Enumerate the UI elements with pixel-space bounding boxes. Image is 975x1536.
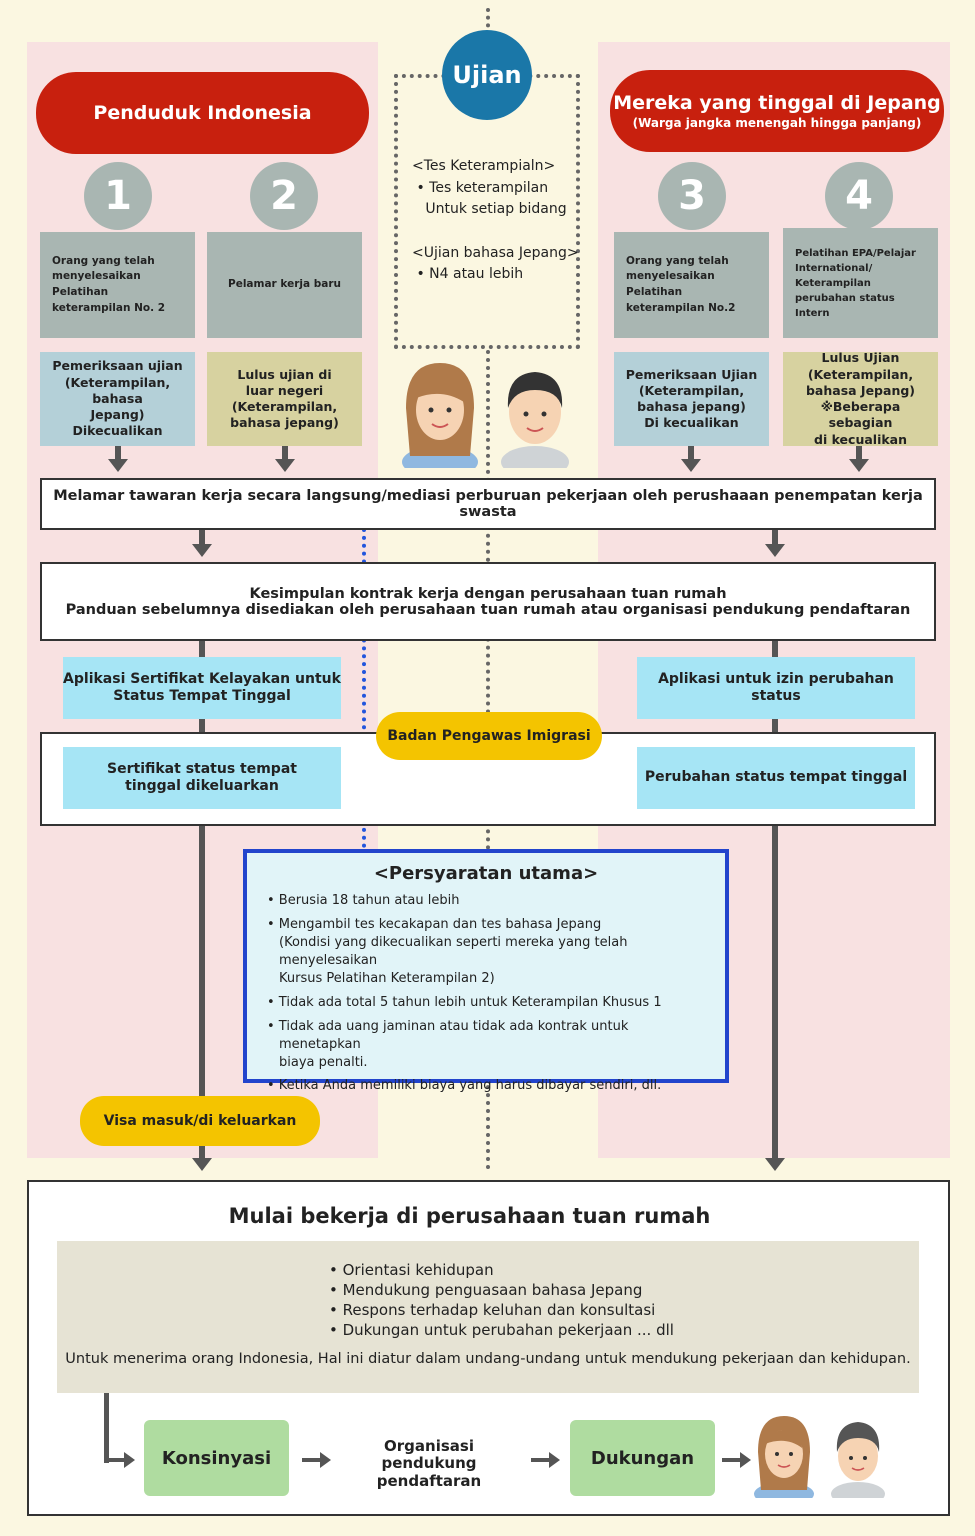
- number-circle-2: 2: [250, 162, 318, 230]
- exam-requirements-text: <Tes Keterampialn> • Tes keterampilan Un…: [412, 158, 579, 283]
- col1-description: Orang yang telah menyelesaikan Pelatihan…: [40, 232, 195, 338]
- requirement-item: • Tidak ada total 5 tahun lebih untuk Ke…: [267, 994, 662, 1010]
- apply-step-box: Melamar tawaran kerja secara langsung/me…: [40, 478, 936, 530]
- support-list: • Orientasi kehidupan • Mendukung pengua…: [329, 1261, 674, 1341]
- requirement-item: • Mengambil tes kecakapan dan tes bahasa…: [267, 916, 628, 986]
- right-flow-line: [772, 641, 778, 1159]
- requirements-box: <Persyaratan utama> • Berusia 18 tahun a…: [243, 849, 729, 1093]
- arrow-down-icon: [765, 544, 785, 557]
- arrow-down-icon: [108, 459, 128, 472]
- contract-line-1: Kesimpulan kontrak kerja dengan perusaha…: [249, 585, 727, 602]
- col2-description: Pelamar kerja baru: [207, 232, 362, 338]
- support-item: • Mendukung penguasaan bahasa Jepang: [329, 1280, 643, 1299]
- connector: [115, 446, 121, 460]
- ujian-circle: Ujian: [442, 30, 532, 120]
- org-label: Organisasi pendukung pendaftaran: [376, 1437, 482, 1490]
- connector: [856, 446, 862, 460]
- requirements-title: <Persyaratan utama>: [373, 863, 599, 884]
- people-bottom-icon: [754, 1416, 885, 1498]
- visa-label: Visa masuk/di keluarkan: [80, 1096, 320, 1146]
- people-illustration-icon: [402, 363, 569, 468]
- support-note: Untuk menerima orang Indonesia, Hal ini …: [65, 1351, 911, 1367]
- arrow-down-icon: [849, 459, 869, 472]
- requirement-item: • Tidak ada uang jaminan atau tidak ada …: [267, 1018, 629, 1070]
- right-group-title: Mereka yang tinggal di Jepang (Warga jan…: [610, 70, 944, 152]
- number-circle-4: 4: [825, 162, 893, 230]
- support-action-box: Dukungan: [570, 1420, 715, 1496]
- number-circle-3: 3: [658, 162, 726, 230]
- consign-box: Konsinyasi: [144, 1420, 289, 1496]
- arrow-right-icon: [722, 1452, 751, 1468]
- right-group-subtitle: (Warga jangka menengah hingga panjang): [632, 116, 922, 130]
- left-group-title: Penduduk Indonesia: [36, 72, 369, 154]
- right-application-box: Aplikasi untuk izin perubahan status: [637, 657, 915, 719]
- final-title: Mulai bekerja di perusahaan tuan rumah: [228, 1204, 711, 1228]
- arrow-right-icon: [302, 1452, 331, 1468]
- left-application-box: Aplikasi Sertifikat Kelayakan untuk Stat…: [63, 657, 341, 719]
- col4-result: Lulus Ujian (Keterampilan, bahasa Jepang…: [783, 350, 938, 447]
- support-item: • Respons terhadap keluhan dan konsultas…: [329, 1300, 656, 1319]
- connector: [282, 446, 288, 460]
- immigration-label: Badan Pengawas Imigrasi: [376, 712, 602, 760]
- requirement-item: • Ketika Anda memiliki biaya yang harus …: [267, 1078, 662, 1094]
- arrow-down-icon: [192, 544, 212, 557]
- apply-step-text: Melamar tawaran kerja secara langsung/me…: [53, 488, 923, 520]
- contract-line-2: Panduan sebelumnya disediakan oleh perus…: [65, 601, 911, 618]
- connector: [104, 1393, 109, 1463]
- arrow-down-icon: [275, 459, 295, 472]
- support-item: • Orientasi kehidupan: [329, 1261, 494, 1279]
- arrow-down-icon: [192, 1158, 212, 1171]
- blue-dotted-line: [362, 528, 366, 848]
- left-issued-box: Sertifikat status tempat tinggal dikelua…: [63, 747, 341, 809]
- connector: [772, 530, 778, 546]
- right-issued-box: Perubahan status tempat tinggal: [637, 747, 915, 809]
- arrow-down-icon: [765, 1158, 785, 1171]
- support-item: • Dukungan untuk perubahan pekerjaan ...…: [329, 1320, 674, 1339]
- col2-result: Lulus ujian di luar negeri (Keterampilan…: [207, 352, 362, 446]
- col3-description: Orang yang telah menyelesaikan Pelatihan…: [614, 232, 769, 338]
- number-circle-1: 1: [84, 162, 152, 230]
- arrow-down-icon: [681, 459, 701, 472]
- left-group-title-text: Penduduk Indonesia: [93, 102, 312, 124]
- support-box: • Orientasi kehidupan • Mendukung pengua…: [57, 1241, 919, 1393]
- col4-description: Pelatihan EPA/Pelajar International/ Ket…: [783, 228, 938, 338]
- connector: [199, 530, 205, 546]
- col1-result: Pemeriksaan ujian (Keterampilan, bahasa …: [40, 352, 195, 446]
- right-group-title-text: Mereka yang tinggal di Jepang: [613, 92, 941, 114]
- contract-step-box: Kesimpulan kontrak kerja dengan perusaha…: [40, 562, 936, 641]
- col3-result: Pemeriksaan Ujian (Keterampilan, bahasa …: [614, 352, 769, 446]
- requirements-list: • Berusia 18 tahun atau lebih • Mengambi…: [267, 892, 705, 1095]
- connector: [688, 446, 694, 460]
- left-flow-line: [199, 641, 205, 1159]
- arrow-right-icon: [531, 1452, 560, 1468]
- requirement-item: • Berusia 18 tahun atau lebih: [267, 893, 460, 908]
- arrow-right-icon: [104, 1452, 135, 1468]
